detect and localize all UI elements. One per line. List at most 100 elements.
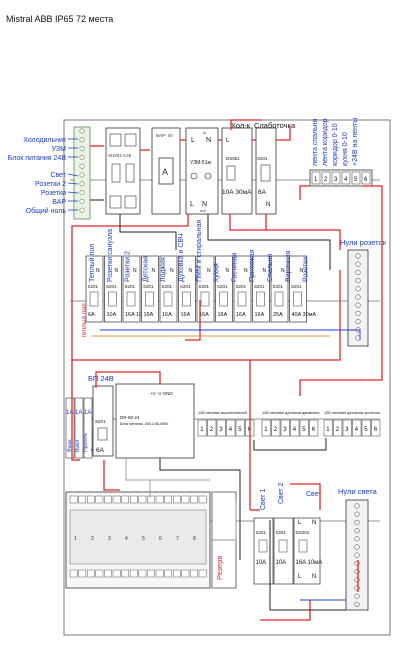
terminal-cell xyxy=(321,171,331,185)
controller-terminal xyxy=(190,495,198,504)
breaker-n: N xyxy=(244,268,248,274)
breaker-n: N xyxy=(300,268,304,274)
breaker-rating: 16A xyxy=(199,312,209,318)
neutral-screw xyxy=(354,511,360,517)
terminal-number: 3 xyxy=(283,427,287,433)
reserve-label: Резерв xyxy=(215,556,224,580)
uzm-l: L xyxy=(191,137,195,144)
breaker-n: N xyxy=(152,268,156,274)
label-var: ВАР xyxy=(52,199,66,206)
light-out-l: L xyxy=(298,574,302,580)
controller-body xyxy=(69,509,207,565)
s201-top-n: N xyxy=(266,202,270,208)
row2-circuit-label: Варочная xyxy=(285,250,292,282)
terminal-cell xyxy=(333,419,343,437)
controller-terminal xyxy=(155,569,164,578)
black-wires xyxy=(90,199,346,611)
controller-channel: 6 xyxy=(159,536,162,542)
breaker-toggle xyxy=(237,291,247,307)
breaker-n: N xyxy=(96,268,100,274)
neutral-screw xyxy=(355,319,361,325)
label-svet: Свет xyxy=(306,491,322,498)
small-breaker-rating: 1A xyxy=(84,410,91,416)
small-breaker xyxy=(83,397,93,459)
breaker-rating: 10A xyxy=(107,312,117,318)
terminal-cell xyxy=(271,419,281,437)
terminal-screw xyxy=(79,190,85,196)
psu-dr-60-24: +V -V GND DR-60-24 Блок питания, 24В,2.5… xyxy=(115,383,195,459)
label-fridge-top: Хол-к xyxy=(231,121,251,130)
terminal-number: 3 xyxy=(345,427,349,433)
neutral-screw xyxy=(355,310,361,316)
controller-channel: 2 xyxy=(91,536,94,542)
neutral-screw xyxy=(355,286,361,292)
neutral-screw xyxy=(354,601,360,607)
controller-terminal xyxy=(164,569,173,578)
row2-circuit-label: Розетки 2 xyxy=(125,251,132,282)
breaker-n: N xyxy=(263,268,267,274)
light-n: N xyxy=(312,520,316,526)
left-labels: Холодильник УЗМ Блок питания 24В Свет Ро… xyxy=(8,137,67,215)
small-breaker xyxy=(65,397,75,459)
terminal-number: 5 xyxy=(238,427,242,433)
breaker-n: N xyxy=(115,268,119,274)
light-breaker-model: S201 xyxy=(276,530,287,535)
terminal-cell xyxy=(361,419,371,437)
row2-circuit-label: Спальня xyxy=(267,254,274,282)
terminal-number: 5 xyxy=(354,177,358,183)
terminal-screw xyxy=(79,163,85,169)
light-out-n: N xyxy=(312,574,316,580)
label-nuli-sveta: Нули света xyxy=(338,487,378,496)
terminal-cell xyxy=(207,419,217,437)
small-breaker-rating: 1A xyxy=(66,410,73,416)
breaker-model: S201 xyxy=(254,284,265,289)
controller-terminal xyxy=(198,495,207,504)
dr-label: DR-60-24 xyxy=(120,415,140,420)
breaker-rating: 16A xyxy=(236,312,246,318)
breaker-rating: 16A xyxy=(144,312,154,318)
breaker-model: S201 xyxy=(106,284,117,289)
breaker-n: N xyxy=(207,268,211,274)
breaker-rating: 40A 30мА xyxy=(292,312,317,318)
breaker-rating: 25A xyxy=(273,312,283,318)
controller-terminal xyxy=(104,495,112,504)
breaker-s201-lowcurrent: S201 6А N xyxy=(255,127,277,215)
neutral-bar-light xyxy=(345,499,369,611)
label-svet1: Свет 1 xyxy=(260,488,267,510)
label-sockets2: Розетки 2 xyxy=(35,181,66,188)
row2-circuit-label: Детская xyxy=(142,256,149,282)
diagram-title: Mistral ABB IP65 72 места xyxy=(6,14,113,24)
neutral-screw xyxy=(354,544,360,550)
breaker-toggle xyxy=(163,291,173,307)
terminal-screw xyxy=(79,181,85,187)
breaker-model: S201 xyxy=(199,284,210,289)
enclosure-frame xyxy=(63,119,391,636)
breaker-toggle xyxy=(256,291,265,307)
terminal-number: 2 xyxy=(336,427,340,433)
breaker-toggle xyxy=(182,291,191,307)
controller-channel: 8 xyxy=(193,536,196,542)
breaker-n: N xyxy=(133,268,137,274)
controller-terminal xyxy=(190,569,198,578)
light-breaker-toggle xyxy=(278,539,288,553)
sh202-label: SH202 C40 xyxy=(108,153,132,158)
blue-wires xyxy=(100,329,361,601)
breaker-model: S201 xyxy=(88,284,99,289)
controller-terminal xyxy=(181,495,190,504)
row2-circuit-label: Гостиная xyxy=(231,252,238,282)
breaker-model: S201 xyxy=(180,284,191,289)
terminal-number: 3 xyxy=(334,177,338,183)
dr-terms: +V -V GND xyxy=(150,391,173,396)
label-svet2: Свет 2 xyxy=(278,482,285,504)
uzm-relay: in L N УЗМ-51м L N out xyxy=(185,127,219,215)
svg-text:A: A xyxy=(162,167,168,177)
terminal-number: 5 xyxy=(364,427,368,433)
uzm-in: in xyxy=(203,130,206,135)
controller-terminal xyxy=(86,495,95,504)
terminal-number: 6 xyxy=(374,427,378,433)
terminal-cell xyxy=(290,419,300,437)
small-breaker-rating: 1A xyxy=(75,410,82,416)
terminal-screw xyxy=(79,146,85,152)
